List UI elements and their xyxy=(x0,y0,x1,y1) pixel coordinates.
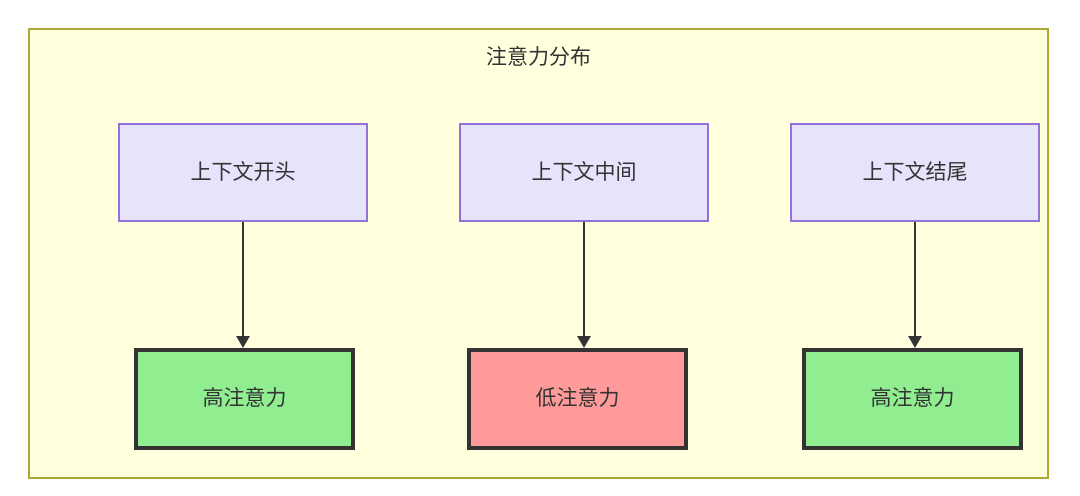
arrow-down-icon xyxy=(908,336,922,348)
edge-line xyxy=(242,222,244,339)
node-attention-high-start[interactable]: 高注意力 xyxy=(134,348,355,450)
node-label: 高注意力 xyxy=(870,386,955,411)
edge-context-middle-to-attention xyxy=(576,222,592,350)
node-label: 高注意力 xyxy=(202,386,287,411)
node-attention-low-middle[interactable]: 低注意力 xyxy=(467,348,688,450)
node-label: 上下文中间 xyxy=(531,159,637,184)
edge-line xyxy=(914,222,916,339)
arrow-down-icon xyxy=(236,336,250,348)
arrow-down-icon xyxy=(577,336,591,348)
subgraph-title: 注意力分布 xyxy=(486,45,591,69)
node-label: 上下文开头 xyxy=(190,159,296,184)
node-attention-high-end[interactable]: 高注意力 xyxy=(802,348,1023,450)
node-context-middle[interactable]: 上下文中间 xyxy=(459,123,709,222)
edge-context-end-to-attention xyxy=(907,222,923,350)
node-label: 低注意力 xyxy=(535,386,620,411)
edge-context-start-to-attention xyxy=(235,222,251,350)
node-context-start[interactable]: 上下文开头 xyxy=(118,123,368,222)
attention-distribution-subgraph: 注意力分布 上下文开头 上下文中间 上下文结尾 高注意力 低 xyxy=(28,28,1049,479)
edge-line xyxy=(583,222,585,339)
node-context-end[interactable]: 上下文结尾 xyxy=(790,123,1040,222)
node-label: 上下文结尾 xyxy=(862,159,968,184)
